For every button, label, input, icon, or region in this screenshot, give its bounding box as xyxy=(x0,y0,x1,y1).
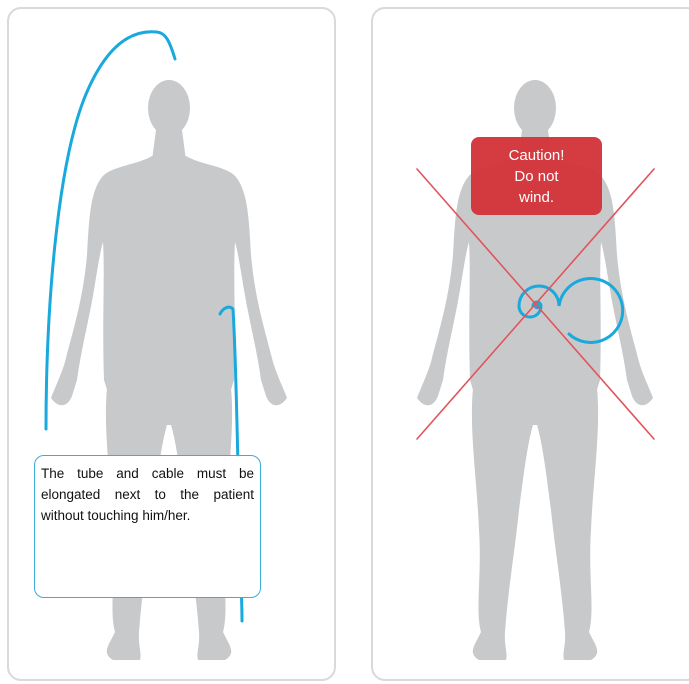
caution-badge: Caution! Do not wind. xyxy=(471,137,602,215)
instruction-callout: The tube and cable must be elongated nex… xyxy=(34,455,261,598)
caution-title: Caution! xyxy=(509,145,565,166)
right-panel: Caution! Do not wind. xyxy=(371,7,689,681)
instruction-text: The tube and cable must be elongated nex… xyxy=(41,466,254,523)
right-illustration xyxy=(373,9,689,679)
left-panel: The tube and cable must be elongated nex… xyxy=(7,7,336,681)
caution-line-3: wind. xyxy=(519,187,554,208)
caution-line-2: Do not xyxy=(514,166,558,187)
